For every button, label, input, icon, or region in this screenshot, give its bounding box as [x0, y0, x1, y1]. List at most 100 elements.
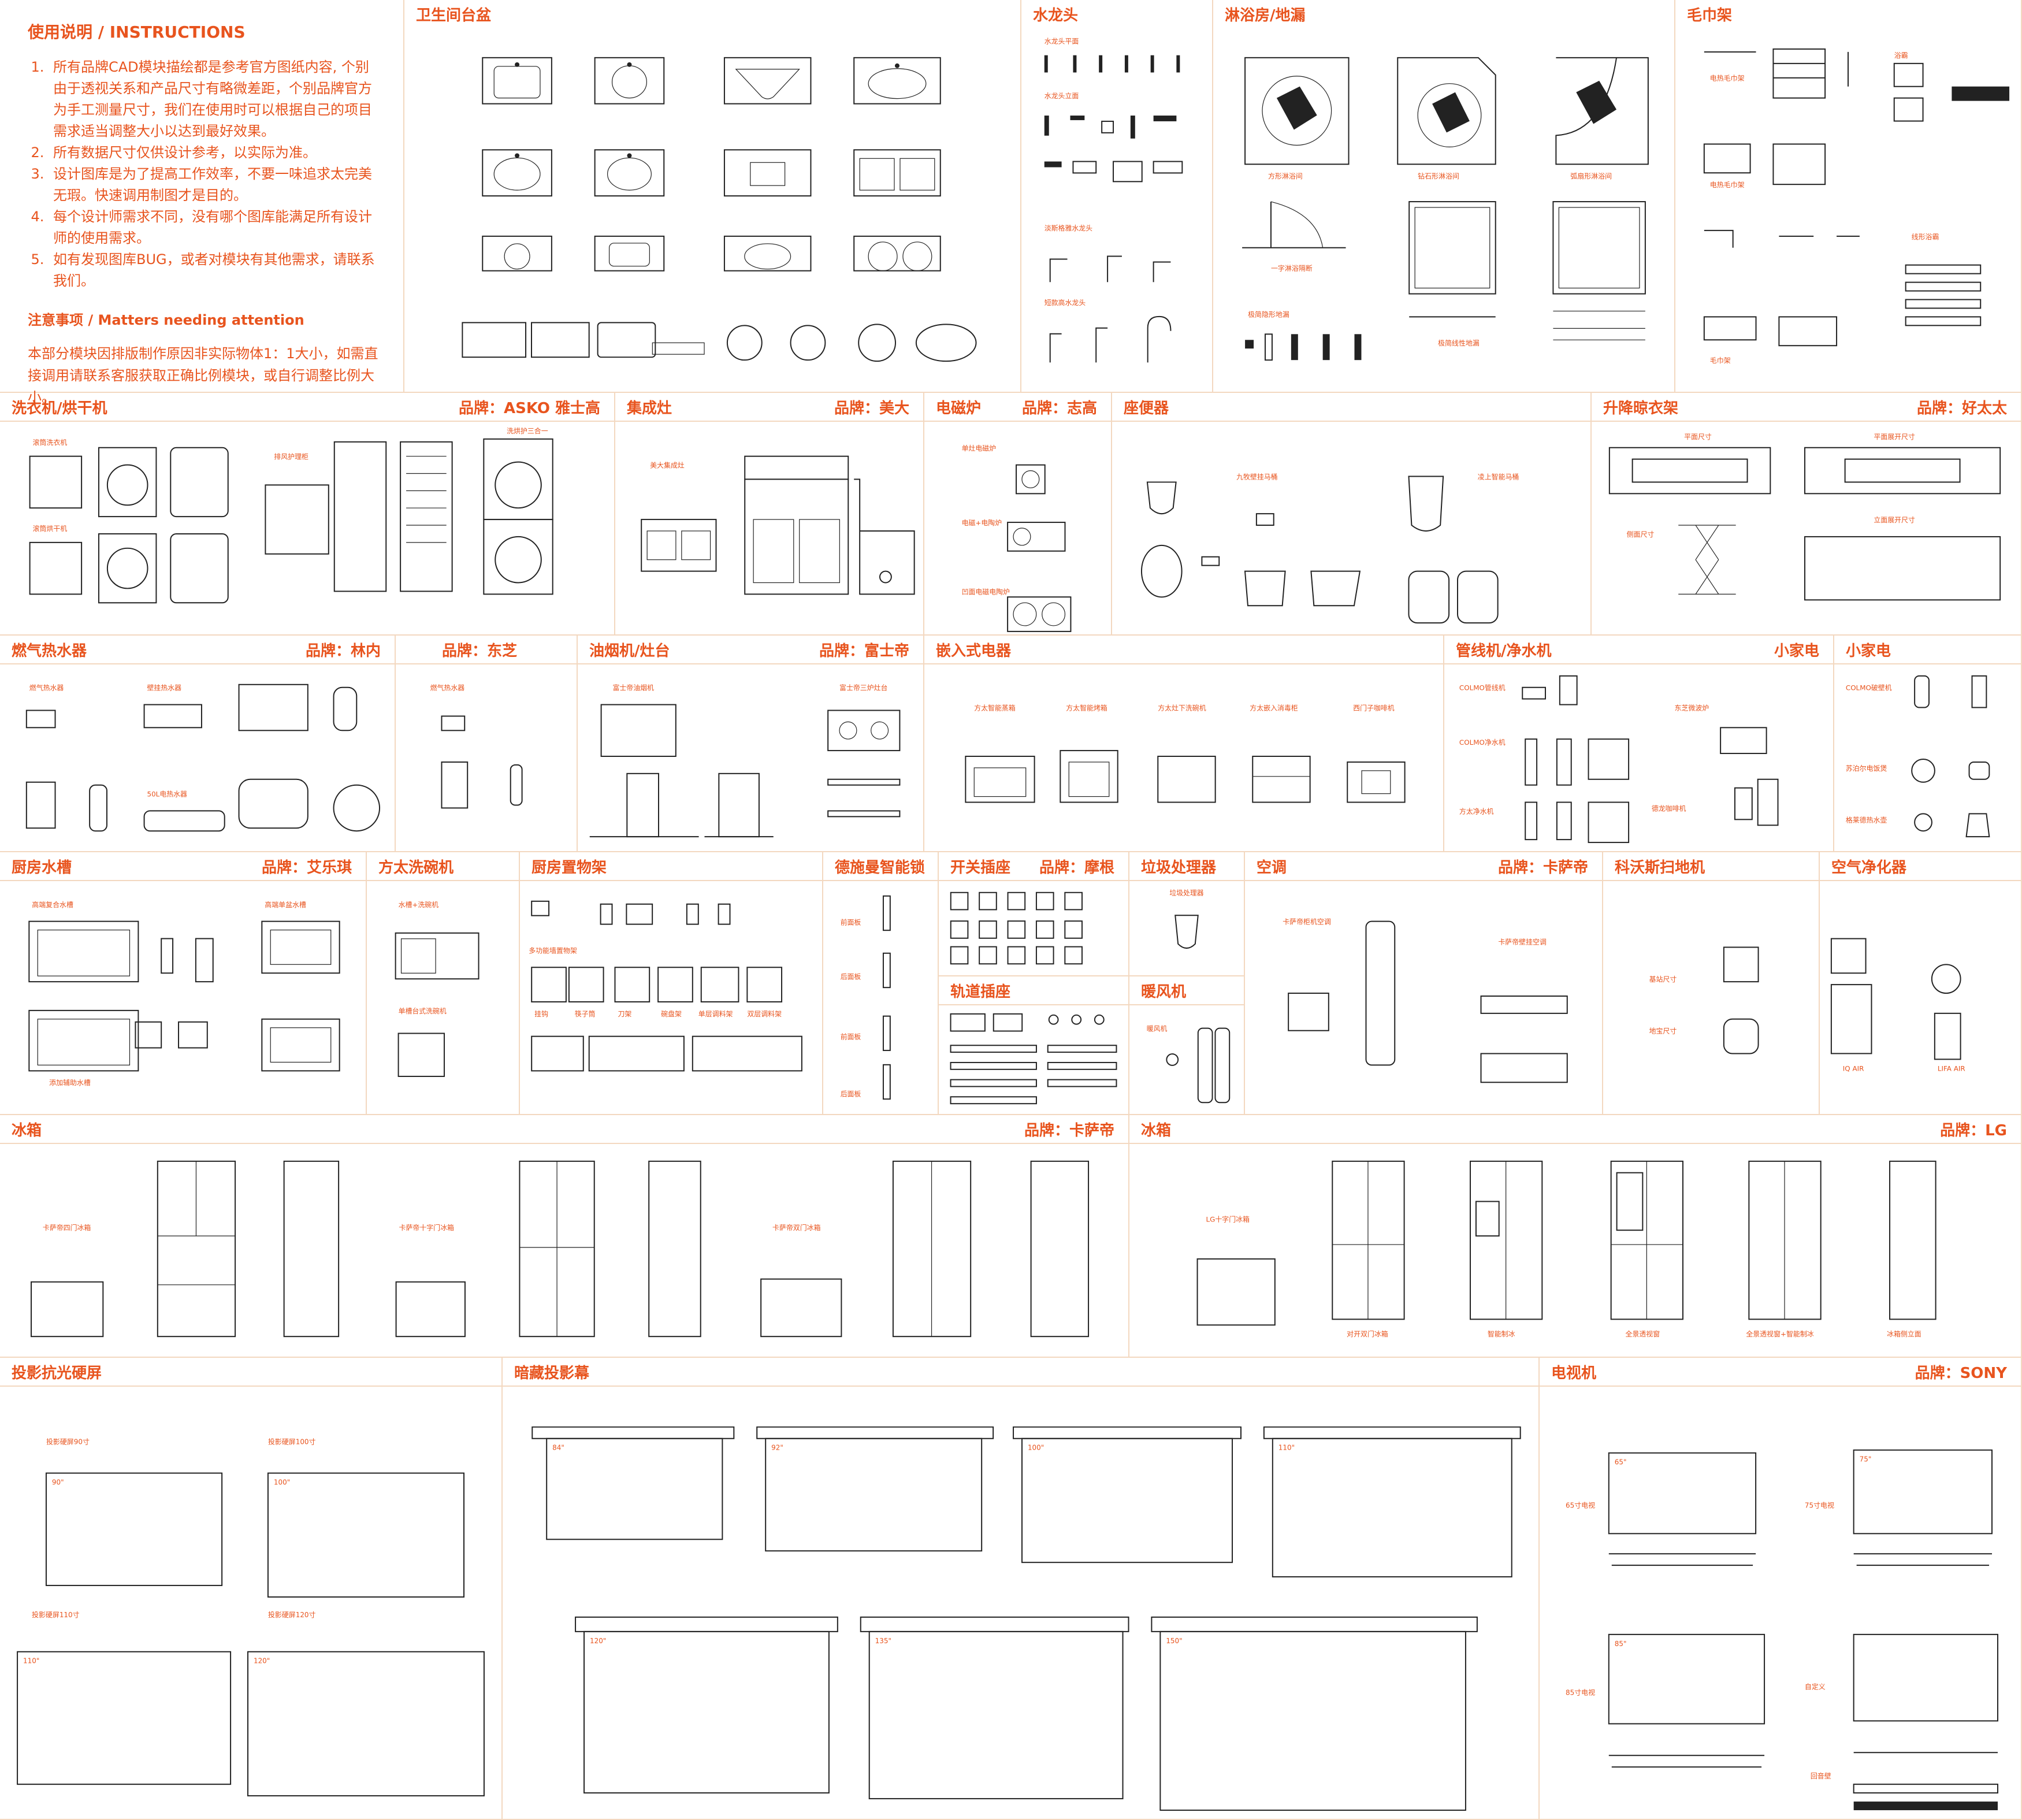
section-brand: 品牌：SONY	[1915, 1365, 2007, 1382]
label: 淡斯格雅水龙头	[1045, 224, 1092, 232]
section-title: 冰箱	[12, 1122, 42, 1139]
switch-grid	[950, 892, 1083, 965]
label: 凌上智能马桶	[1478, 473, 1519, 481]
section-title: 卫生间台盆	[416, 7, 492, 24]
sink-drawings: 高端复合水槽 高端单盆水槽 添加辅助水槽	[28, 900, 340, 1087]
towel-drawings: 电热毛巾架 浴霸 电热毛巾架 线形浴霸 毛巾架	[1703, 48, 2010, 365]
robot-drawings: 基站尺寸 地宝尺寸	[1649, 946, 1759, 1054]
section-toilet: 座便器 九牧壁挂马桶 凌上智能马桶	[1112, 393, 1592, 636]
instruction-item: 设计图库是为了提高工作效率，不要一味追求太完美无瑕。快速调用制图才是目的。	[49, 164, 380, 206]
section-builtin: 嵌入式电器 方太智能蒸箱 方太智能烤箱 方太灶下洗碗机 方太嵌入消毒柜 西门子咖…	[924, 636, 1444, 852]
label: 投影硬屏90寸	[46, 1438, 90, 1446]
basin-row-3	[482, 235, 941, 272]
label: 短款高水龙头	[1045, 299, 1086, 307]
label: 前面板	[841, 918, 861, 926]
section-toshiba: 品牌：东芝 燃气热水器	[396, 636, 578, 852]
stove-drawings: 美大集成灶	[641, 455, 915, 595]
section-title: 集成灶	[627, 400, 672, 417]
hidden-screen-84: 84"	[531, 1426, 735, 1540]
label: COLMO管线机	[1459, 684, 1506, 692]
label: 滚筒烘干机	[33, 525, 68, 533]
induction-drawings: 单灶电磁炉 电磁+电陶炉 凹面电磁电陶炉	[962, 444, 1072, 632]
section-fridge-casarte: 冰箱品牌：卡萨帝 卡萨帝四门冰箱 卡萨帝十字门冰箱 卡萨帝双门冰箱	[0, 1115, 1129, 1358]
hidden-screen-135: 135"	[860, 1616, 1129, 1800]
size-label: 110"	[23, 1657, 39, 1665]
faucet-short-row	[1049, 315, 1172, 363]
label: 投影硬屏110寸	[32, 1610, 80, 1619]
section-title: 燃气热水器	[12, 642, 87, 660]
instruction-item: 所有品牌CAD模块描绘都是参考官方图纸内容, 个别由于透视关系和产品尺寸有略微差…	[49, 57, 380, 142]
label: 方太智能烤箱	[1066, 704, 1107, 712]
label: 方太净水机	[1459, 807, 1494, 815]
section-pipeline: 管线机/净水机小家电 COLMO管线机 COLMO净水机 方太净水机 东芝微波炉…	[1444, 636, 1834, 852]
section-brand: 品牌：好太太	[1916, 400, 2007, 417]
section-title: 方太洗碗机	[378, 859, 454, 876]
label: 单层调料架	[698, 1010, 733, 1018]
size-label: 100"	[274, 1479, 290, 1487]
section-lock: 德施曼智能锁 前面板 后面板 前面板 后面板	[823, 852, 939, 1115]
section-brand: 品牌：富士帝	[819, 642, 909, 660]
basin-row-2	[482, 149, 941, 197]
section-sink: 厨房水槽品牌：艾乐琪 高端复合水槽 高端单盆水槽 添加辅助水槽	[0, 852, 367, 1115]
faucet-drawings: 水龙头平面 水龙头立面 淡斯格雅水龙头 短款高水龙头	[1044, 38, 1183, 363]
label: 电热毛巾架	[1710, 75, 1745, 83]
label: 毛巾架	[1710, 356, 1731, 365]
hidden-screen-92: 92"	[756, 1426, 994, 1552]
instruction-item: 所有数据尺寸仅供设计参考，以实际为准。	[49, 142, 380, 164]
section-induction: 电磁炉品牌：志高 单灶电磁炉 电磁+电陶炉 凹面电磁电陶炉	[924, 393, 1112, 636]
section-title: 投影抗光硬屏	[12, 1365, 102, 1382]
svg-text:84": 84"	[552, 1444, 564, 1452]
svg-text:92": 92"	[771, 1444, 783, 1452]
section-title: 暗藏投影幕	[514, 1365, 590, 1382]
label: 滚筒洗衣机	[33, 439, 68, 447]
label: 暖风机	[1147, 1025, 1168, 1033]
label: 刀架	[618, 1010, 631, 1018]
ac-drawings: 卡萨帝柜机空调 卡萨帝壁挂空调	[1283, 918, 1568, 1083]
section-brand: 品牌：林内	[305, 642, 381, 660]
label: 75寸电视	[1805, 1500, 1834, 1509]
section-purifier: 空气净化器 IQ AIR LIFA AIR	[1820, 852, 2022, 1115]
section-small-app: 小家电 COLMO破壁机 苏泊尔电饭煲 格莱德热水壶	[1834, 636, 2022, 852]
section-brand: 品牌：志高	[1021, 400, 1097, 417]
svg-text:75": 75"	[1860, 1455, 1872, 1464]
attention-heading: 注意事项 / Matters needing attention	[28, 312, 304, 328]
section-tv: 电视机品牌：SONY 65寸电视 65" 75寸电视 75" 85寸电视 85"…	[1540, 1358, 2022, 1820]
section-title: 管线机/净水机	[1456, 642, 1552, 660]
svg-text:100": 100"	[1028, 1444, 1044, 1452]
hidden-screen-100: 100"	[1013, 1426, 1242, 1563]
section-title: 空调	[1257, 859, 1287, 876]
label: COLMO净水机	[1459, 738, 1506, 746]
size-label: 120"	[254, 1657, 270, 1665]
section-title: 座便器	[1124, 400, 1169, 417]
shower-drawings: 方形淋浴间 钻石形淋浴间 弧扇形淋浴间 一字淋浴隔断 极简隐形地漏 极简线性地漏	[1242, 57, 1649, 361]
section-brand: 品牌：摩根	[1039, 859, 1114, 876]
label: 回音壁	[1811, 1771, 1831, 1780]
label: 格莱德热水壶	[1846, 816, 1887, 824]
section-title: 暖风机	[1141, 983, 1187, 1001]
label: 65寸电视	[1566, 1500, 1595, 1509]
label: 电磁+电陶炉	[962, 519, 1002, 527]
label: 钻石形淋浴间	[1418, 172, 1459, 180]
label: 方形淋浴间	[1268, 172, 1303, 180]
rack-drawings: 平面尺寸 平面展开尺寸 侧面尺寸 立面展开尺寸	[1608, 433, 2001, 601]
label: 极简隐形地漏	[1248, 310, 1289, 318]
pipeline-drawings: COLMO管线机 COLMO净水机 方太净水机 东芝微波炉 德龙咖啡机	[1459, 675, 1779, 844]
section-title: 德施曼智能锁	[835, 859, 925, 876]
dishwasher-drawings: 水槽+洗碗机 单槽台式洗碗机	[395, 901, 480, 1077]
instructions-panel: 使用说明 / INSTRUCTIONS 所有品牌CAD模块描绘都是参考官方图纸内…	[0, 0, 404, 406]
section-dishwasher: 方太洗碗机 水槽+洗碗机 单槽台式洗碗机	[367, 852, 520, 1115]
section-brand: 品牌：LG	[1940, 1122, 2007, 1139]
section-title: 淋浴房/地漏	[1225, 7, 1306, 24]
section-title: 电视机	[1551, 1365, 1597, 1382]
label: 排风护理柜	[274, 453, 308, 461]
section-heater: 暖风机 暖风机	[1129, 976, 1245, 1115]
label: 平面展开尺寸	[1874, 433, 1915, 441]
hidden-screen-150: 150"	[1151, 1616, 1478, 1811]
builtin-drawings: 方太智能蒸箱 方太智能烤箱 方太灶下洗碗机 方太嵌入消毒柜 西门子咖啡机	[965, 704, 1406, 803]
label: LG十字门冰箱	[1206, 1215, 1250, 1223]
section-brand: 品牌：卡萨帝	[1497, 859, 1588, 876]
section-shower: 淋浴房/地漏 方形淋浴间 钻石形淋浴间 弧扇形淋浴间 一字淋浴隔断 极简隐形地漏…	[1213, 0, 1675, 393]
section-title: 小家电	[1846, 642, 1891, 660]
heater-drawings: 暖风机	[1147, 1025, 1231, 1104]
section-drying-rack: 升降晾衣架品牌：好太太 平面尺寸 平面展开尺寸 侧面尺寸 立面展开尺寸	[1592, 393, 2022, 636]
